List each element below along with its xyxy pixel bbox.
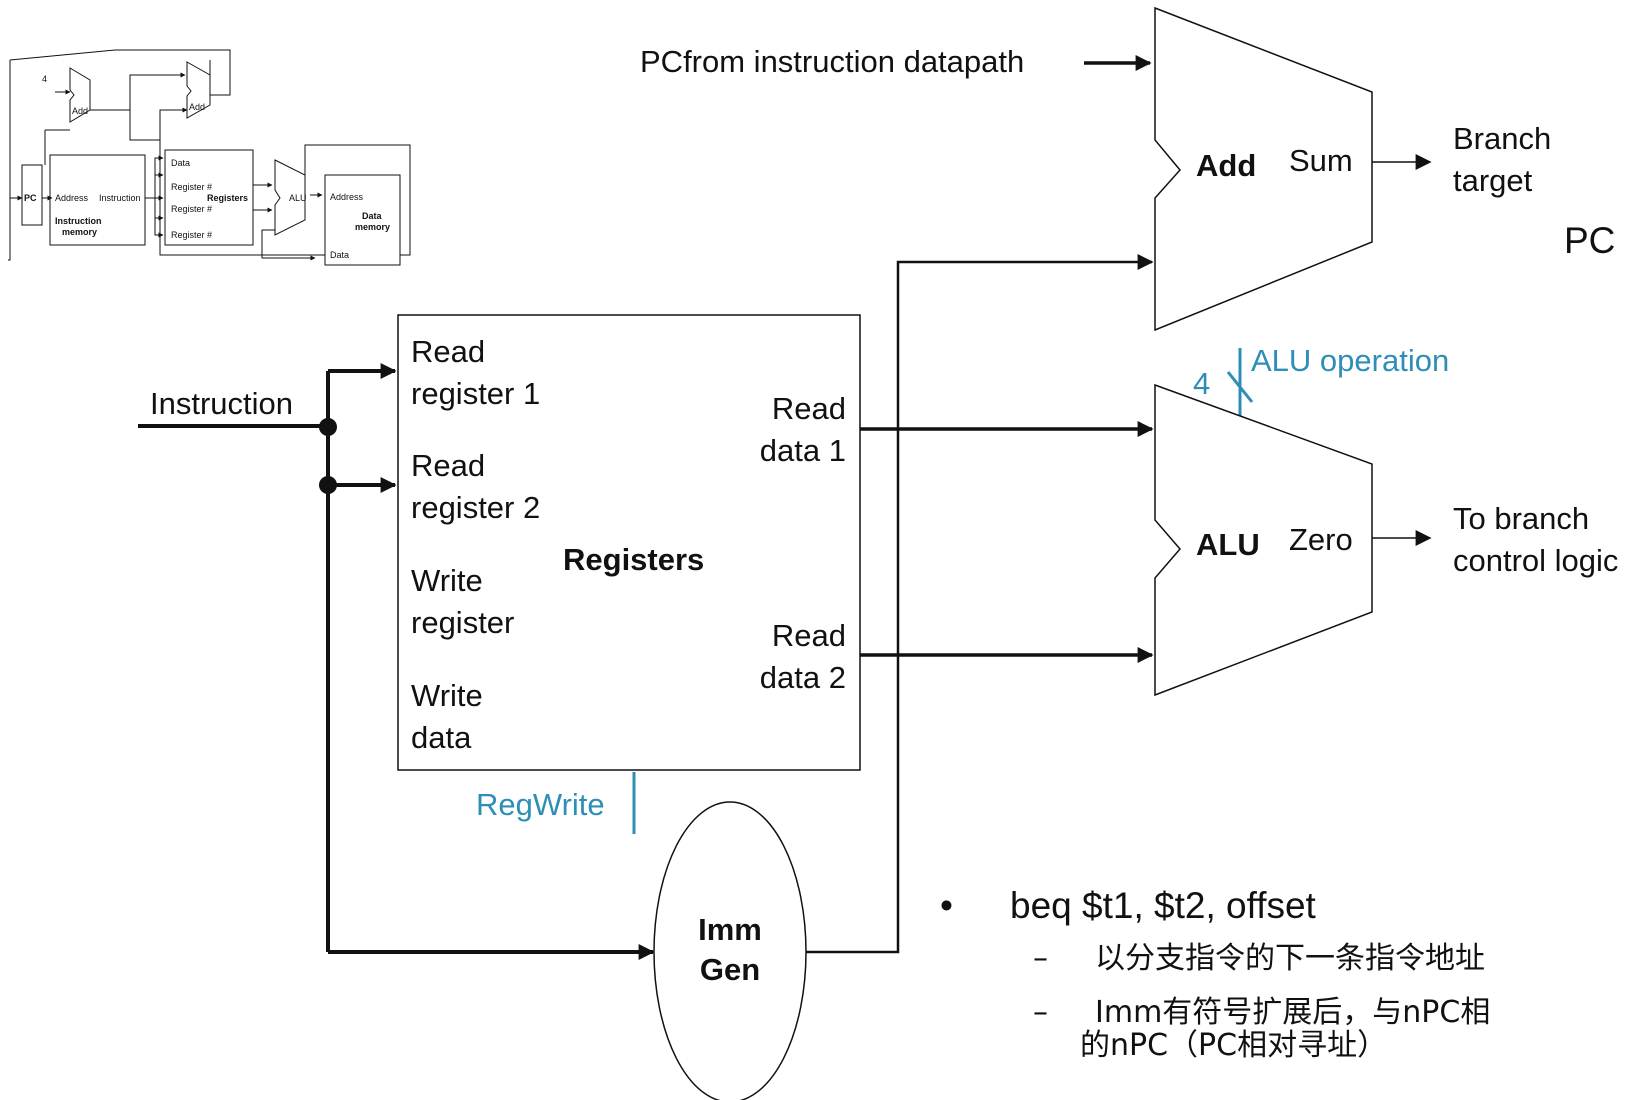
thumb-reg2-label: Register #	[171, 204, 212, 214]
immgen-label-line1: Imm	[698, 912, 762, 947]
read-data1-line1: Read	[772, 391, 846, 426]
control-lines	[632, 348, 1254, 834]
note-dash-2: –	[1033, 995, 1048, 1030]
note-bullet-mark: •	[940, 885, 953, 926]
thumb-registers-label: Registers	[207, 193, 248, 203]
pc-cut-label: PC	[1564, 220, 1615, 261]
read-data2-line2: data 2	[760, 660, 846, 695]
write-register-line1: Write	[411, 563, 483, 598]
read-register1-line1: Read	[411, 334, 485, 369]
regwrite-label: RegWrite	[476, 787, 605, 822]
note-sub2-continued: 的nPC（PC相对寻址）	[1080, 1028, 1387, 1063]
note-bullet-text: beq $t1, $t2, offset	[1010, 885, 1317, 926]
write-data-line1: Write	[411, 678, 483, 713]
read-register1-line2: register 1	[411, 376, 540, 411]
thumb-adder-b-label: Add	[189, 102, 205, 112]
junction-dot	[319, 476, 337, 494]
read-data2-line1: Read	[772, 618, 846, 653]
alu-zero-label: Zero	[1289, 522, 1353, 557]
thumb-address-label: Address	[55, 193, 89, 203]
registers-title: Registers	[563, 542, 704, 577]
instruction-label: Instruction	[150, 386, 293, 421]
wires	[138, 55, 1432, 960]
alu-label: ALU	[1196, 527, 1260, 562]
thumb-instr-mem-line2: memory	[62, 227, 97, 237]
write-data-line2: data	[411, 720, 472, 755]
thumb-adder-a-label: Add	[72, 106, 88, 116]
to-branch-line1: To branch	[1453, 501, 1589, 536]
adder-block	[1154, 6, 1373, 332]
note-sub2: Imm有符号扩展后，与nPC相	[1095, 995, 1490, 1030]
thumb-reg1-label: Register #	[171, 182, 212, 192]
thumb-instruction-label: Instruction	[99, 193, 141, 203]
overview-thumbnail	[8, 49, 411, 266]
immgen-block	[653, 801, 807, 1100]
to-branch-line2: control logic	[1453, 543, 1618, 578]
adder-sum-label: Sum	[1289, 143, 1353, 178]
immgen-label-line2: Gen	[700, 952, 760, 987]
read-register2-line2: register 2	[411, 490, 540, 525]
junction-dot	[319, 418, 337, 436]
immgen-output-wire	[806, 254, 1154, 954]
thumb-alu-label: ALU	[289, 193, 307, 203]
note-dash-1: –	[1033, 941, 1048, 976]
alu-block	[1154, 383, 1373, 697]
thumb-data-in-label: Data	[171, 158, 190, 168]
read-register2-line1: Read	[411, 448, 485, 483]
thumb-four-label: 4	[42, 74, 47, 84]
thumb-instr-mem-line1: Instruction	[55, 216, 102, 226]
thumb-dm-data-label: Data	[330, 250, 349, 260]
alu-operation-slash	[1226, 371, 1254, 403]
overview-thumbnail-labels: 4 Add Add PC Address Instruction Instruc…	[24, 74, 390, 260]
pc-input-label: PCfrom instruction datapath	[640, 44, 1024, 79]
write-register-line2: register	[411, 605, 514, 640]
alu-operation-width: 4	[1193, 366, 1210, 401]
branch-target-line1: Branch	[1453, 121, 1551, 156]
adder-label: Add	[1196, 148, 1256, 183]
thumb-reg3-label: Register #	[171, 230, 212, 240]
branch-target-line2: target	[1453, 163, 1533, 198]
thumb-dm-line1: Data	[362, 211, 383, 221]
thumb-dm-address-label: Address	[330, 192, 364, 202]
register-file	[397, 314, 861, 771]
note-sub1: 以分支指令的下一条指令地址	[1095, 941, 1485, 976]
thumb-dm-line2: memory	[355, 222, 390, 232]
read-data1-line2: data 1	[760, 433, 846, 468]
alu-operation-label: ALU operation	[1251, 343, 1449, 378]
thumb-pc-label: PC	[24, 193, 37, 203]
